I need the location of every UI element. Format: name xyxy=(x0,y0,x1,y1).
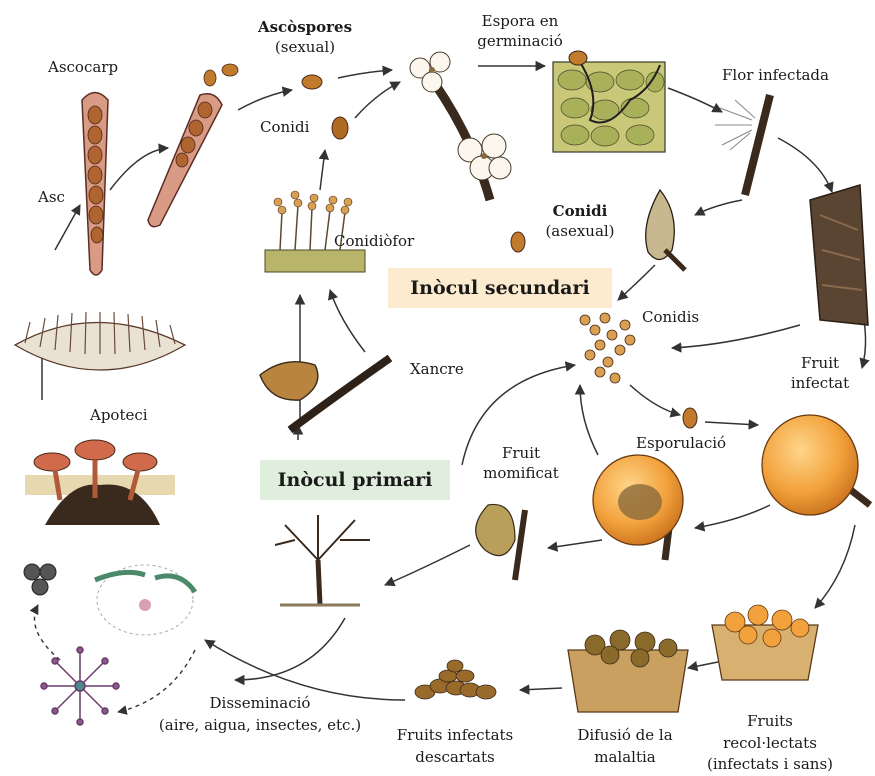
infected-fruit-illustration xyxy=(762,415,870,515)
label-conidi-sec-sub: (asexual) xyxy=(535,222,625,240)
discarded-fruit-pile-illustration xyxy=(415,660,496,699)
arrow-dashed-star-to-spores xyxy=(34,605,60,660)
label-disseminacio-1: Disseminació xyxy=(140,694,380,712)
arrow-basket-to-basket xyxy=(688,662,718,668)
sporulation-spore-icon xyxy=(683,408,697,428)
dissemination-spores-illustration xyxy=(24,564,56,595)
apothecia-soil-illustration xyxy=(25,440,175,525)
arrow-bud-to-conidis xyxy=(618,265,655,300)
label-ascocarp: Ascocarp xyxy=(48,58,118,76)
infected-bud-illustration xyxy=(646,190,685,270)
label-asc: Asc xyxy=(38,188,65,206)
label-recollectats-1: Fruits xyxy=(700,712,840,730)
ascospore-icon xyxy=(302,75,322,89)
label-fruits-descartats-1: Fruits infectats xyxy=(385,726,525,744)
label-conidi-sec-title: Conidi xyxy=(535,202,625,220)
arrow-tree-to-dissemination xyxy=(235,618,345,680)
label-fruit-momificat-1: Fruit xyxy=(476,444,566,462)
arrow-sporulation-to-conidis xyxy=(580,385,598,455)
arrow-flor-to-branch xyxy=(778,138,832,192)
arrow-basket-to-pile xyxy=(520,688,562,690)
conidia-cluster-illustration xyxy=(580,313,635,383)
ascus-illustration xyxy=(82,93,108,276)
arrow-branch-to-conidis xyxy=(672,325,800,348)
flowering-branch-illustration xyxy=(410,52,511,200)
arrow-asc-up xyxy=(55,205,80,250)
label-fruit-momificat-2: momificat xyxy=(476,464,566,482)
arrow-mummy-to-tree xyxy=(385,545,470,585)
arrow-conidis-to-spore xyxy=(630,385,680,415)
conidi-asexual-spore-icon xyxy=(511,232,525,252)
arrow-pile-to-dissemination xyxy=(205,640,405,700)
inocul-primari-box: Inòcul primari xyxy=(260,460,450,500)
label-esporulacio: Esporulació xyxy=(636,434,726,452)
label-difusio-1: Difusió de la xyxy=(560,726,690,744)
label-fruit-infectat-1: Fruit xyxy=(780,354,860,372)
conidi-spore-icon xyxy=(332,117,348,139)
label-xancre: Xancre xyxy=(410,360,464,378)
inocul-secundari-box: Inòcul secundari xyxy=(388,268,612,308)
arrow-fruit-to-sporulation xyxy=(695,505,770,528)
label-ascospores-title: Ascòspores xyxy=(250,18,360,36)
label-apoteci: Apoteci xyxy=(90,406,148,424)
label-ascospores-sub: (sexual) xyxy=(250,38,360,56)
spore-star-illustration xyxy=(41,647,119,725)
canker-branch-illustration xyxy=(810,185,868,325)
diseased-basket-illustration xyxy=(568,630,688,712)
bare-tree-illustration xyxy=(275,515,370,605)
label-conidi-top: Conidi xyxy=(260,118,309,136)
arrow-germination-to-flor xyxy=(668,88,722,112)
label-conidiofor: Conidiòfor xyxy=(334,232,414,250)
arrow-sporulation-to-mummy xyxy=(548,540,602,548)
germination-tissue-illustration xyxy=(553,51,665,152)
label-flor-infectada: Flor infectada xyxy=(722,66,829,84)
arrow-asc-to-ascocarp xyxy=(110,148,168,190)
arrow-ascospores-to-flower xyxy=(338,70,392,78)
xancre-branch-illustration xyxy=(260,358,390,430)
label-recollectats-3: (infectats i sans) xyxy=(695,755,845,773)
mummified-fruit-illustration xyxy=(476,504,525,580)
germinating-cell-illustration xyxy=(95,565,195,635)
arrow-xancre-to-conidiofor-2 xyxy=(330,290,365,352)
arrow-ascocarp-to-spores xyxy=(238,90,292,110)
apothecium-illustration xyxy=(15,312,185,370)
infected-flower-illustration xyxy=(715,95,770,195)
sporulating-fruit-illustration xyxy=(593,455,683,560)
arrow-spore-to-fruit xyxy=(705,422,758,425)
arrow-fruit-down xyxy=(815,525,855,608)
cycle-arrows xyxy=(42,66,866,700)
label-spore-germ-2: germinació xyxy=(460,32,580,50)
arrow-flor-to-bud xyxy=(695,200,742,215)
label-fruit-infectat-2: infectat xyxy=(780,374,860,392)
label-fruits-descartats-2: descartats xyxy=(385,748,525,766)
label-difusio-2: malaltia xyxy=(560,748,690,766)
arrow-conidiofor-to-conidi xyxy=(320,150,325,190)
label-disseminacio-2: (aire, aigua, insectes, etc.) xyxy=(140,716,380,734)
label-spore-germ-1: Espora en xyxy=(460,12,580,30)
ascocarp-illustration xyxy=(148,64,238,227)
arrow-conidi-to-flower xyxy=(355,82,400,118)
label-recollectats-2: recol·lectats xyxy=(700,734,840,752)
label-conidis: Conidis xyxy=(642,308,699,326)
harvest-basket-illustration xyxy=(712,605,818,680)
